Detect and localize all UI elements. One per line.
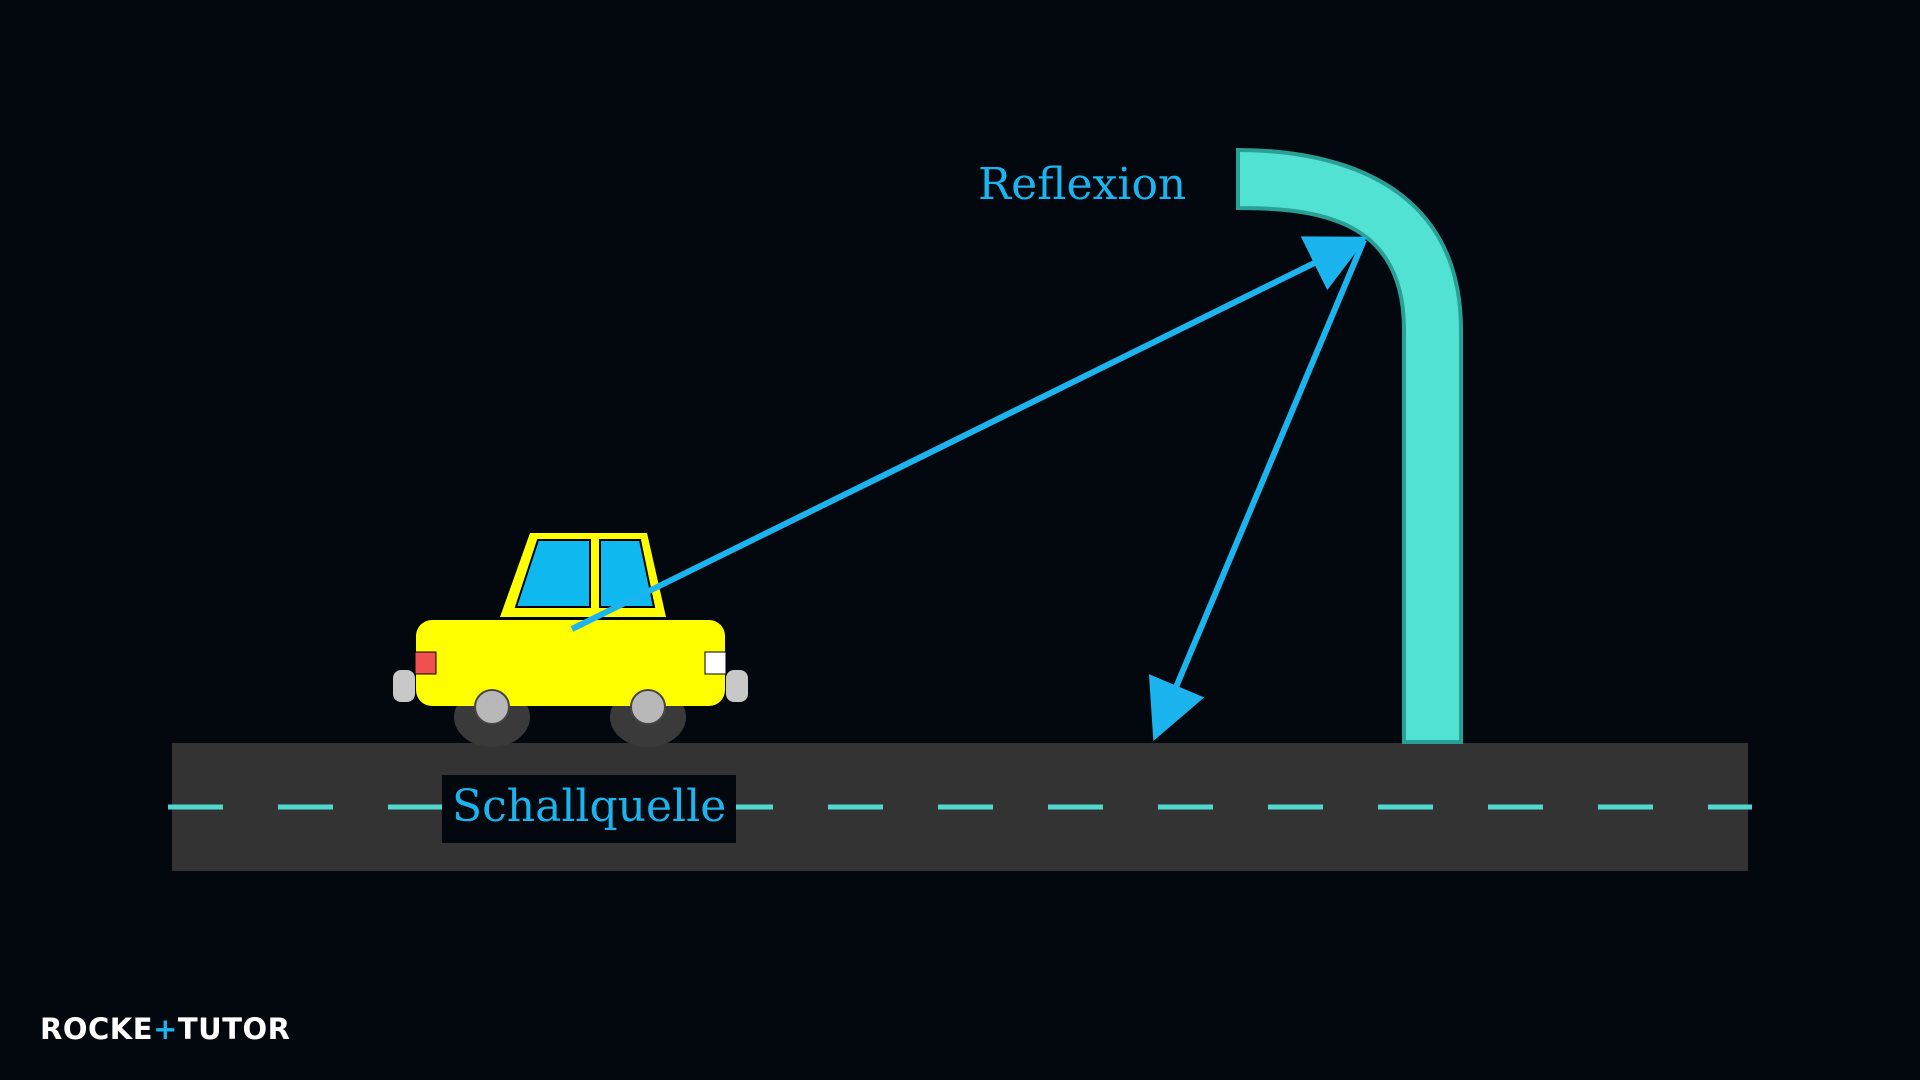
rear-hubcap (474, 689, 510, 725)
logo-text-part: R (267, 1012, 291, 1046)
sound-source-label: Schallquelle (442, 775, 737, 843)
rocket-tutor-logo: ROCKE+TUTOR (40, 1012, 290, 1046)
car-front-window (599, 539, 656, 608)
tail-light (414, 651, 437, 675)
car-sound-source (393, 533, 748, 747)
logo-accent-plus: + (153, 1012, 178, 1046)
car-rear-window (514, 539, 591, 608)
road (168, 743, 1752, 871)
rear-bumper (393, 670, 415, 702)
front-hubcap (630, 689, 666, 725)
car-body (416, 620, 725, 706)
logo-text-part: ROCKE (40, 1012, 154, 1046)
head-light (704, 651, 727, 675)
reflection-label: Reflexion (978, 159, 1187, 210)
front-bumper (726, 670, 748, 702)
logo-text-part: TUTO (177, 1012, 268, 1046)
reflected-sound-arrow (1148, 238, 1367, 742)
incident-sound-arrow (570, 236, 1368, 632)
curved-wall-reflector (1236, 147, 1463, 744)
